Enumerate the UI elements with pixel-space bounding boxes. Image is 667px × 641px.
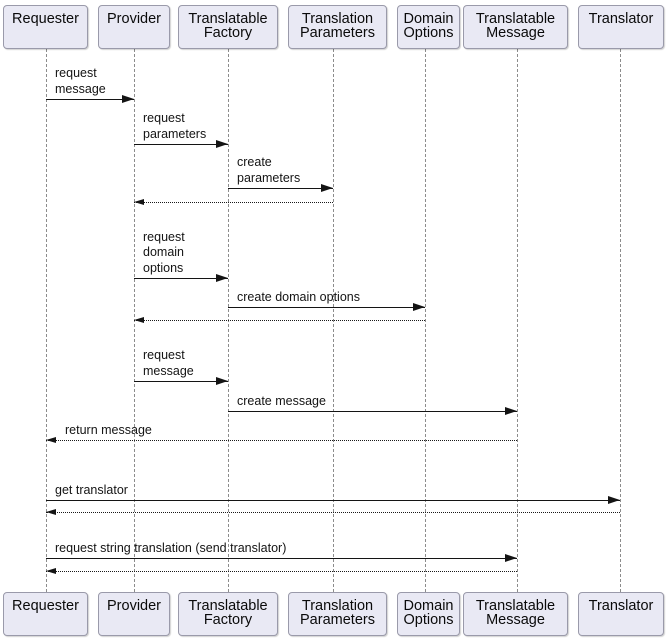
message-line [46,571,517,572]
arrowhead-right-icon [321,184,333,192]
message-line [46,512,620,513]
message-line [134,202,333,203]
arrowhead-right-icon [216,140,228,148]
message-line [228,411,517,412]
participant-label: Translation Parameters [300,11,375,41]
participant-label: Translation Parameters [300,598,375,628]
participant-label: Domain Options [403,11,454,41]
participant-label: Translatable Factory [188,598,268,628]
message-line [46,558,517,559]
message-line [134,320,425,321]
arrowhead-right-icon [216,377,228,385]
arrowhead-left-icon [46,509,56,515]
message-label: request string translation (send transla… [55,540,287,555]
lifeline-translatable-message [516,49,518,592]
message-label: create parameters [237,155,301,185]
message-label: request message [143,348,194,378]
participant-translator-top: Translator [578,5,664,49]
message-label: request message [55,66,106,96]
participant-translation-parameters-top: Translation Parameters [288,5,387,49]
participant-requester-top: Requester [3,5,88,49]
participant-translation-parameters-bot: Translation Parameters [288,592,387,636]
arrowhead-right-icon [122,95,134,103]
participant-label: Domain Options [403,598,454,628]
participant-translatable-message-bot: Translatable Message [463,592,568,636]
message-line [134,278,228,279]
participant-label: Translatable Factory [188,11,268,41]
message-label: return message [65,422,152,437]
lifeline-domain-options [424,49,426,592]
message-line [134,381,228,382]
arrowhead-right-icon [216,274,228,282]
message-line [134,144,228,145]
participant-label: Provider [107,11,161,27]
participant-translatable-factory-bot: Translatable Factory [178,592,278,636]
arrowhead-left-icon [134,317,144,323]
message-label: request parameters [143,111,207,141]
message-label: create domain options [237,289,360,304]
arrowhead-right-icon [413,303,425,311]
message-label: get translator [55,482,128,497]
arrowhead-left-icon [46,568,56,574]
message-label: create message [237,393,326,408]
arrowhead-right-icon [608,496,620,504]
message-line [46,500,620,501]
lifeline-translator [619,49,621,592]
message-label: request domain options [143,229,185,275]
arrowhead-right-icon [505,554,517,562]
participant-domain-options-top: Domain Options [397,5,460,49]
participant-translatable-factory-top: Translatable Factory [178,5,278,49]
participant-label: Translatable Message [475,598,556,628]
participant-translatable-message-top: Translatable Message [463,5,568,49]
participant-provider-bot: Provider [98,592,170,636]
message-line [46,440,517,441]
message-line [46,99,134,100]
participant-label: Translatable Message [475,11,556,41]
participant-label: Translator [588,598,654,614]
message-line [228,307,425,308]
participant-domain-options-bot: Domain Options [397,592,460,636]
participant-label: Requester [12,598,79,614]
participant-requester-bot: Requester [3,592,88,636]
arrowhead-right-icon [505,407,517,415]
participant-translator-bot: Translator [578,592,664,636]
arrowhead-left-icon [134,199,144,205]
message-line [228,188,333,189]
participant-label: Requester [12,11,79,27]
participant-provider-top: Provider [98,5,170,49]
participant-label: Translator [588,11,654,27]
arrowhead-left-icon [46,437,56,443]
participant-label: Provider [107,598,161,614]
lifeline-requester [45,49,47,592]
